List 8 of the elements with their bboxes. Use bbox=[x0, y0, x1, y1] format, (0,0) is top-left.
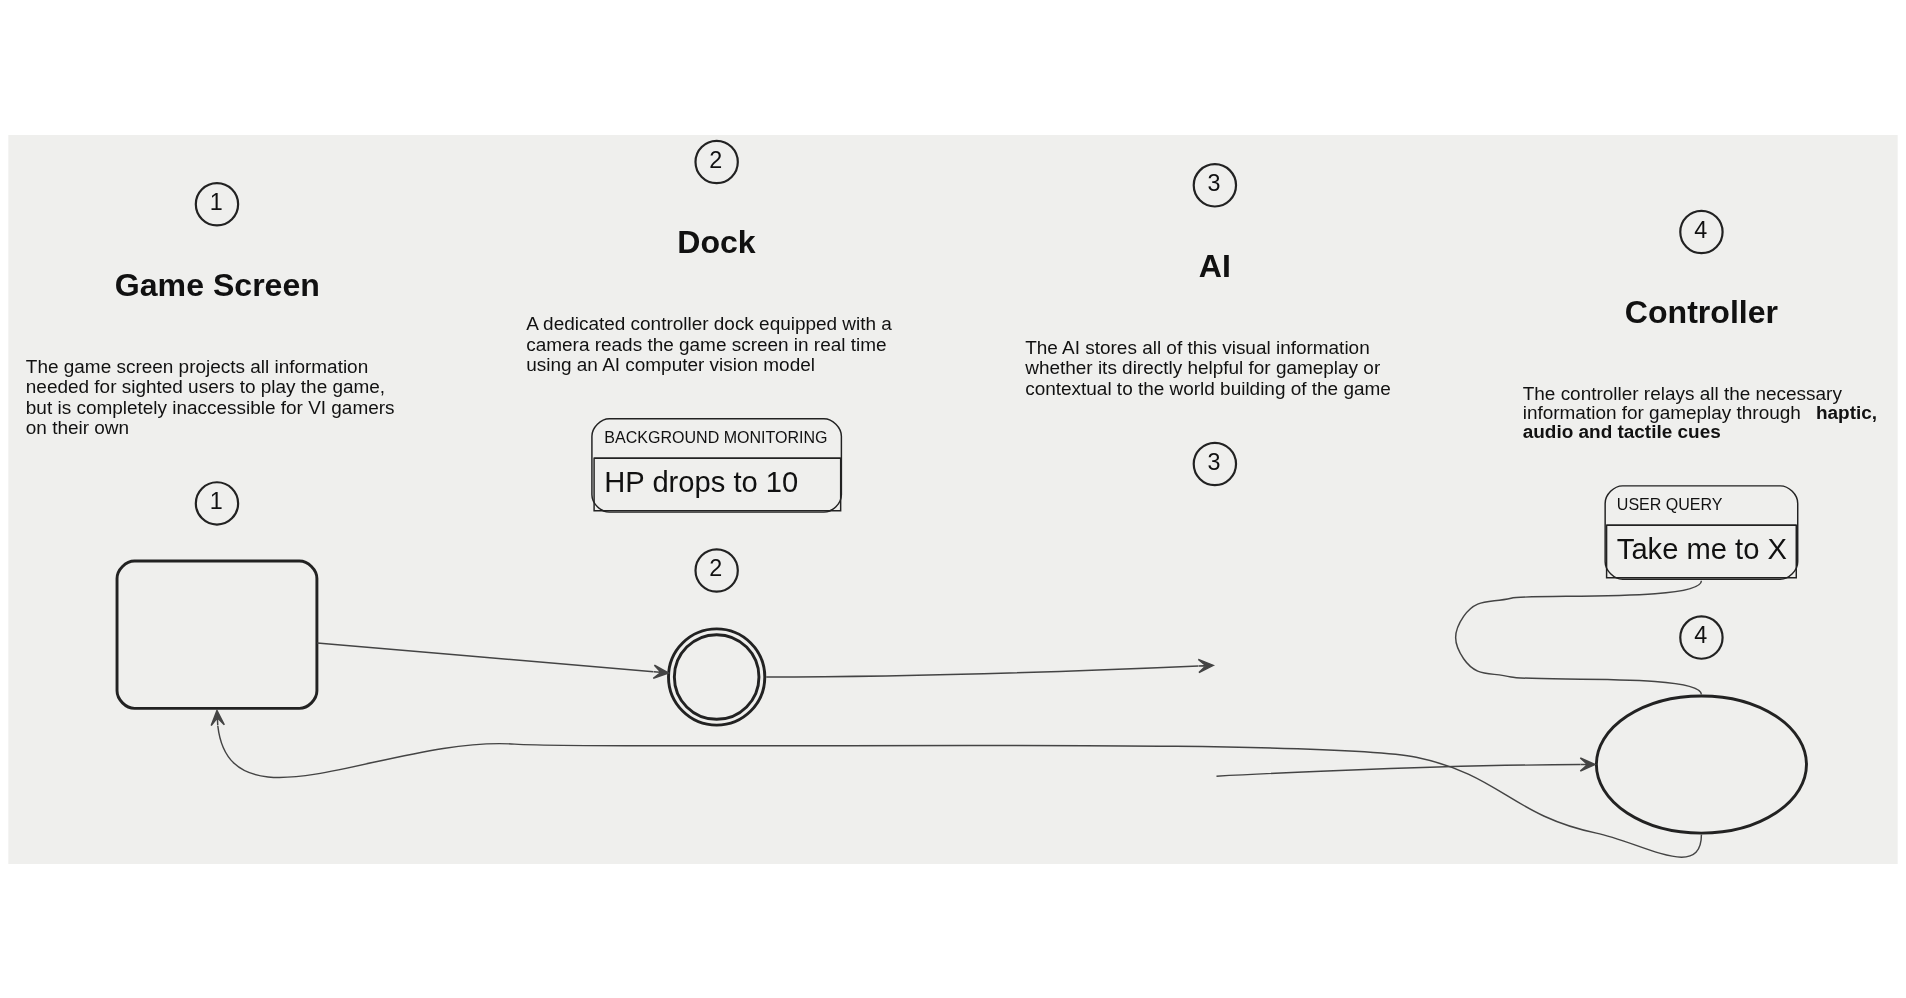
label: AI bbox=[1198, 247, 1231, 284]
label: A dedicated controller dock equipped with a camera reads the game screen in real time using an AI computer vision model bbox=[526, 312, 892, 375]
label: The game screen projects all information needed for sighted users to play the game, but is completely inaccessible for VI gamers on their own bbox=[25, 355, 395, 438]
label: Game Screen bbox=[114, 266, 320, 303]
label: The controller relays all the necessary information for gameplay through haptic, audio and tactile cues bbox=[1522, 382, 1878, 442]
label: Dock bbox=[677, 223, 756, 260]
label: The AI stores all of this visual information whether its directly helpful for gameplay or contextual to the world building of the game bbox=[1025, 336, 1391, 399]
label: Controller bbox=[1624, 293, 1779, 330]
